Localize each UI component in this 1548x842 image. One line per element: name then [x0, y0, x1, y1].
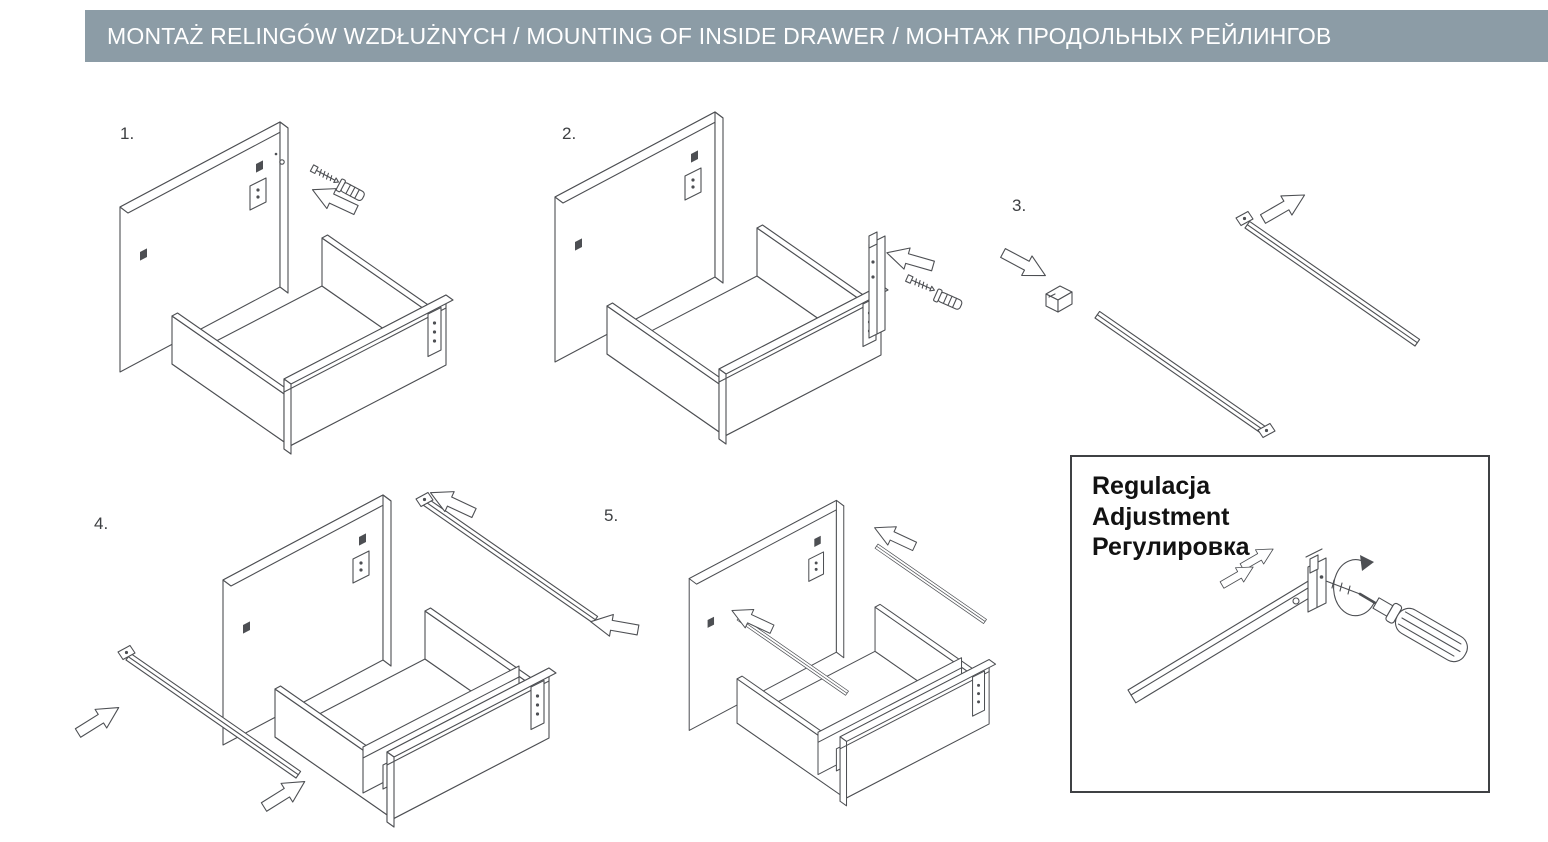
rail-icon: [736, 615, 849, 696]
drawer-body: [222, 494, 550, 820]
step-1-diagram: [119, 121, 454, 455]
step-5-diagram: [688, 499, 997, 807]
adjustment-title-ru: Регулировка: [1092, 533, 1250, 561]
step-5-label: 5.: [604, 506, 619, 525]
rail-bracket-icon: [415, 491, 434, 508]
rail-icon: [125, 652, 302, 779]
insertion-arrow-icon: [307, 179, 362, 221]
insertion-arrow-icon: [869, 518, 920, 557]
screw-icon: [309, 164, 341, 186]
adjustment-title-en: Adjustment: [1092, 502, 1230, 531]
step-4-label: 4.: [94, 514, 109, 533]
insertion-arrow-icon: [588, 610, 641, 642]
header-bar: MONTAŻ RELINGÓW WZDŁUŻNYCH / MOUNTING OF…: [85, 10, 1548, 62]
adjustment-title: Regulacja Adjustment Регулировка: [1092, 471, 1250, 563]
insertion-arrow-icon: [997, 242, 1052, 286]
insertion-arrow-icon: [1256, 184, 1311, 230]
rail-bracket-icon: [1235, 210, 1254, 227]
rail-icon: [422, 497, 599, 624]
drawer-front-panel: [718, 284, 889, 445]
rail-icon: [1244, 220, 1421, 347]
rail-icon: [1094, 310, 1271, 437]
adjustment-title-pl: Regulacja: [1092, 472, 1211, 500]
step-1-label: 1.: [120, 124, 135, 143]
rail-icon: [874, 543, 987, 624]
screw-icon: [905, 274, 937, 294]
drawer-inner-front: [817, 657, 963, 776]
wall-plug-icon: [932, 288, 965, 313]
insertion-arrow-icon: [727, 600, 777, 639]
insertion-arrow-icon: [883, 241, 937, 278]
wall-plug-icon: [335, 178, 367, 204]
insertion-arrow-icon: [71, 697, 126, 743]
drawer-body: [688, 499, 990, 799]
header-title: MONTAŻ RELINGÓW WZDŁUŻNYCH / MOUNTING OF…: [107, 22, 1332, 49]
step-3-diagram: [997, 184, 1421, 439]
step-4-diagram: [71, 482, 641, 828]
drawer-body: [119, 121, 447, 447]
spacer-block-icon: [1045, 285, 1073, 313]
drawer-inner-front: [362, 665, 520, 794]
drawer-front-panel: [283, 294, 454, 455]
drawer-front-panel: [839, 659, 997, 807]
step-2-diagram: [554, 111, 965, 445]
adjustment-box: Regulacja Adjustment Регулировка: [1070, 455, 1490, 793]
insertion-arrow-icon: [257, 771, 312, 817]
drawer-front-panel: [386, 667, 557, 828]
drawer-body: [554, 111, 882, 437]
insertion-arrow-icon: [425, 482, 480, 524]
step-3-label: 3.: [1012, 196, 1027, 215]
rail-bracket-icon: [1257, 422, 1276, 439]
step-2-label: 2.: [562, 124, 577, 143]
rail-bracket-icon: [117, 644, 136, 661]
